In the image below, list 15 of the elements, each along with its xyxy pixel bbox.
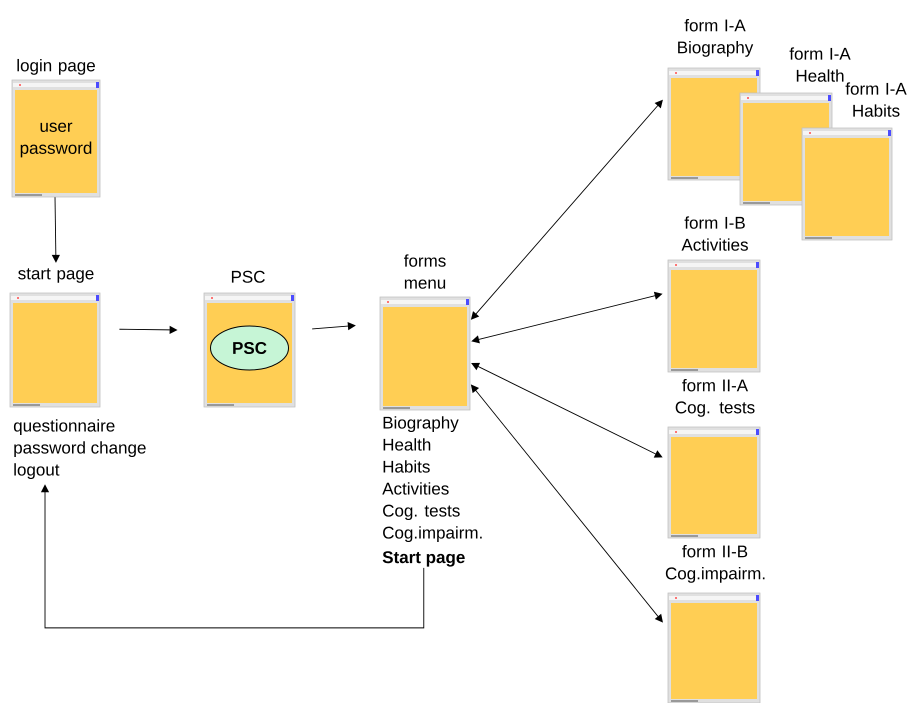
window-text: user password	[20, 122, 92, 158]
window-title: form I-B Activities	[682, 216, 748, 251]
menu-text: Start page	[382, 551, 465, 567]
window-title: form I-A Health	[790, 47, 851, 82]
window-title: form I-A Biography	[678, 18, 754, 57]
menu-text: Biography Health Habits Activities Cog. tests Cog.impairm.	[382, 416, 482, 542]
window-title: login page	[17, 58, 95, 75]
window-title: PSC	[232, 270, 265, 283]
ellipse-button: PSC	[210, 326, 289, 370]
window-title: forms menu	[404, 254, 446, 289]
window-title: form II-A Cog. tests	[676, 378, 755, 417]
window-title: start page	[18, 268, 94, 283]
window-title: form I-A Habits	[846, 82, 907, 117]
menu-text: questionnaire password change logout	[14, 419, 146, 480]
window-title: form II-B Cog.impairm.	[666, 544, 764, 583]
